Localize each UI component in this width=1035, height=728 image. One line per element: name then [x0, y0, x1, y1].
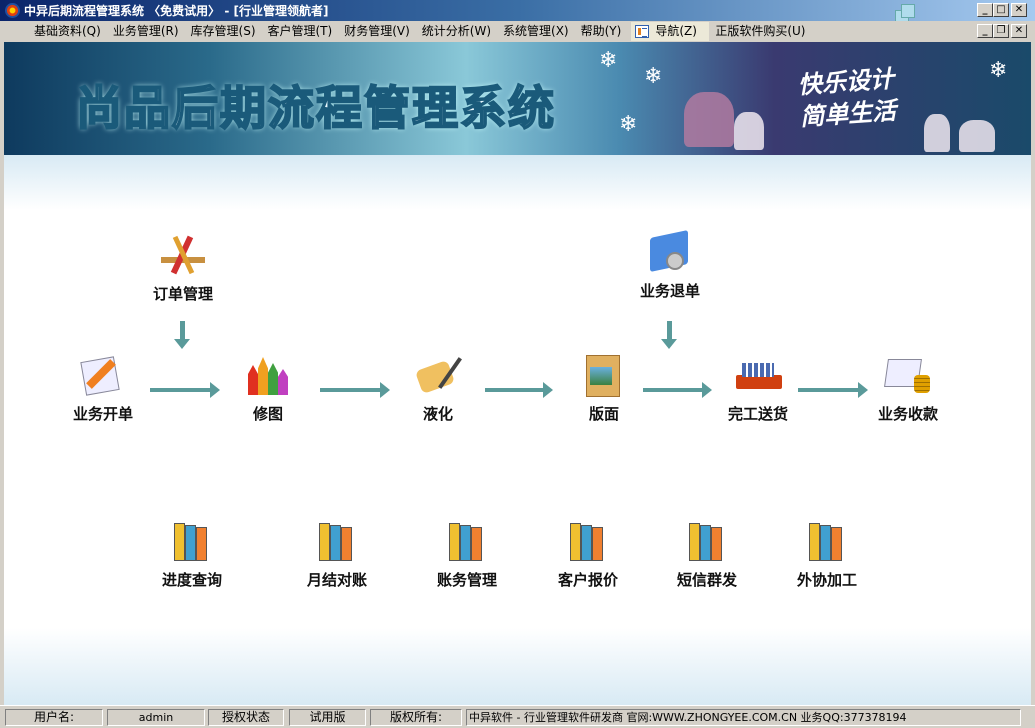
folder-disc-icon [646, 229, 694, 274]
menu-basic-data[interactable]: 基础资料(Q) [34, 24, 101, 38]
tool-label: 进度查询 [161, 571, 222, 589]
menu-inventory[interactable]: 库存管理(S) [190, 24, 256, 38]
menu-customer[interactable]: 客户管理(T) [267, 24, 333, 38]
flow-step-retouch[interactable]: 修图 [208, 353, 328, 424]
crayons-icon [244, 353, 292, 397]
chart-coins-icon [884, 353, 932, 397]
flow-step-open-order[interactable]: 业务开单 [43, 353, 163, 424]
books-icon [313, 519, 361, 563]
menu-statistics[interactable]: 统计分析(W) [421, 24, 492, 38]
accounts-management-button[interactable]: 账务管理 [407, 519, 527, 590]
menu-navigation-label: 导航(Z) [655, 24, 697, 38]
tool-label: 客户报价 [557, 571, 618, 589]
flow-step-label: 修图 [252, 405, 283, 423]
slogan: 快乐设计简单生活 [797, 63, 897, 134]
scroll-quill-icon [414, 353, 462, 397]
snowflake-icon: ❄ [644, 64, 663, 89]
auth-label: 授权状态 [208, 709, 284, 726]
flow-step-label: 版面 [588, 405, 619, 423]
flow-step-delivery[interactable]: 完工送货 [698, 353, 818, 424]
snowflake-icon: ❄ [989, 58, 1008, 83]
flow-step-label: 完工送货 [727, 405, 788, 423]
flow-step-label: 业务开单 [72, 405, 133, 423]
arrow-down-icon [661, 321, 677, 349]
drafting-tools-icon [159, 233, 207, 277]
child-close-button[interactable]: ✕ [1011, 24, 1027, 38]
auth-value: 试用版 [289, 709, 366, 726]
books-icon [803, 519, 851, 563]
picture-folder-icon [580, 353, 628, 397]
business-return-node[interactable]: 业务退单 [610, 229, 730, 301]
menu-system[interactable]: 系统管理(X) [503, 24, 569, 38]
flow-step-label: 液化 [422, 405, 453, 423]
navigation-panel: 订单管理 业务退单 业务开单 修图 液化 版面 完工送货 业务收款 进度查询 月… [4, 155, 1031, 705]
child-restore-button[interactable]: ❐ [993, 24, 1009, 38]
user-value: admin [107, 709, 205, 726]
menu-purchase[interactable]: 正版软件购买(U) [715, 24, 806, 38]
menu-finance[interactable]: 财务管理(V) [344, 24, 410, 38]
arrow-right-icon [485, 382, 553, 398]
books-icon [443, 519, 491, 563]
user-label: 用户名: [5, 709, 103, 726]
tool-label: 月结对账 [306, 571, 367, 589]
slogan-line-2: 简单生活 [799, 96, 897, 132]
edit-document-icon [79, 353, 127, 397]
deer-image [959, 120, 995, 152]
monthly-reconciliation-button[interactable]: 月结对账 [277, 519, 397, 590]
window-title: 中异后期流程管理系统 〈免费试用〉 - [行业管理领航者] [24, 4, 329, 18]
books-icon [168, 519, 216, 563]
deer-image [734, 112, 764, 150]
flow-step-layout[interactable]: 版面 [544, 353, 664, 424]
maximize-button[interactable]: □ [993, 3, 1009, 17]
arrow-right-icon [798, 382, 868, 398]
order-management-label: 订单管理 [152, 285, 213, 303]
minimize-button[interactable]: _ [977, 3, 993, 17]
arrow-right-icon [150, 382, 220, 398]
flow-step-payment[interactable]: 业务收款 [848, 353, 968, 424]
copyright-value: 中异软件 - 行业管理软件研发商 官网:WWW.ZHONGYEE.COM.CN … [466, 709, 1021, 726]
menu-bar: 基础资料(Q) 业务管理(R) 库存管理(S) 客户管理(T) 财务管理(V) … [0, 21, 1035, 42]
business-return-label: 业务退单 [639, 282, 700, 300]
snowflake-icon: ❄ [619, 112, 638, 137]
snowflake-icon: ❄ [599, 48, 618, 73]
child-minimize-button[interactable]: _ [977, 24, 993, 38]
status-bar: 用户名: admin 授权状态 试用版 版权所有: 中异软件 - 行业管理软件研… [0, 705, 1035, 728]
close-button[interactable]: ✕ [1011, 3, 1027, 17]
sms-broadcast-button[interactable]: 短信群发 [647, 519, 767, 590]
tool-label: 外协加工 [796, 571, 857, 589]
banner: 尚品后期流程管理系统 ❄ ❄ ❄ ❄ 快乐设计简单生活 [4, 42, 1031, 155]
order-management-node[interactable]: 订单管理 [123, 233, 243, 304]
flow-step-liquify[interactable]: 液化 [378, 353, 498, 424]
menu-help[interactable]: 帮助(Y) [580, 24, 622, 38]
navigation-icon [635, 25, 650, 38]
card-box-icon [734, 353, 782, 397]
outsourcing-button[interactable]: 外协加工 [767, 519, 887, 590]
tool-label: 账务管理 [436, 571, 497, 589]
books-icon [564, 519, 612, 563]
customer-quote-button[interactable]: 客户报价 [528, 519, 648, 590]
books-icon [683, 519, 731, 563]
tool-label: 短信群发 [676, 571, 737, 589]
menu-navigation[interactable]: 导航(Z) [631, 22, 710, 41]
progress-query-button[interactable]: 进度查询 [132, 519, 252, 590]
copyright-label: 版权所有: [370, 709, 462, 726]
menu-business[interactable]: 业务管理(R) [112, 24, 179, 38]
app-icon [5, 3, 20, 18]
deer-image [924, 114, 950, 152]
arrow-right-icon [643, 382, 712, 398]
arrow-down-icon [174, 321, 190, 349]
arrow-right-icon [320, 382, 390, 398]
cascade-windows-icon[interactable] [895, 4, 917, 26]
deer-image [684, 92, 734, 147]
banner-title: 尚品后期流程管理系统 [75, 80, 556, 136]
title-bar: 中异后期流程管理系统 〈免费试用〉 - [行业管理领航者] _ □ ✕ [0, 0, 1035, 24]
flow-step-label: 业务收款 [877, 405, 938, 423]
